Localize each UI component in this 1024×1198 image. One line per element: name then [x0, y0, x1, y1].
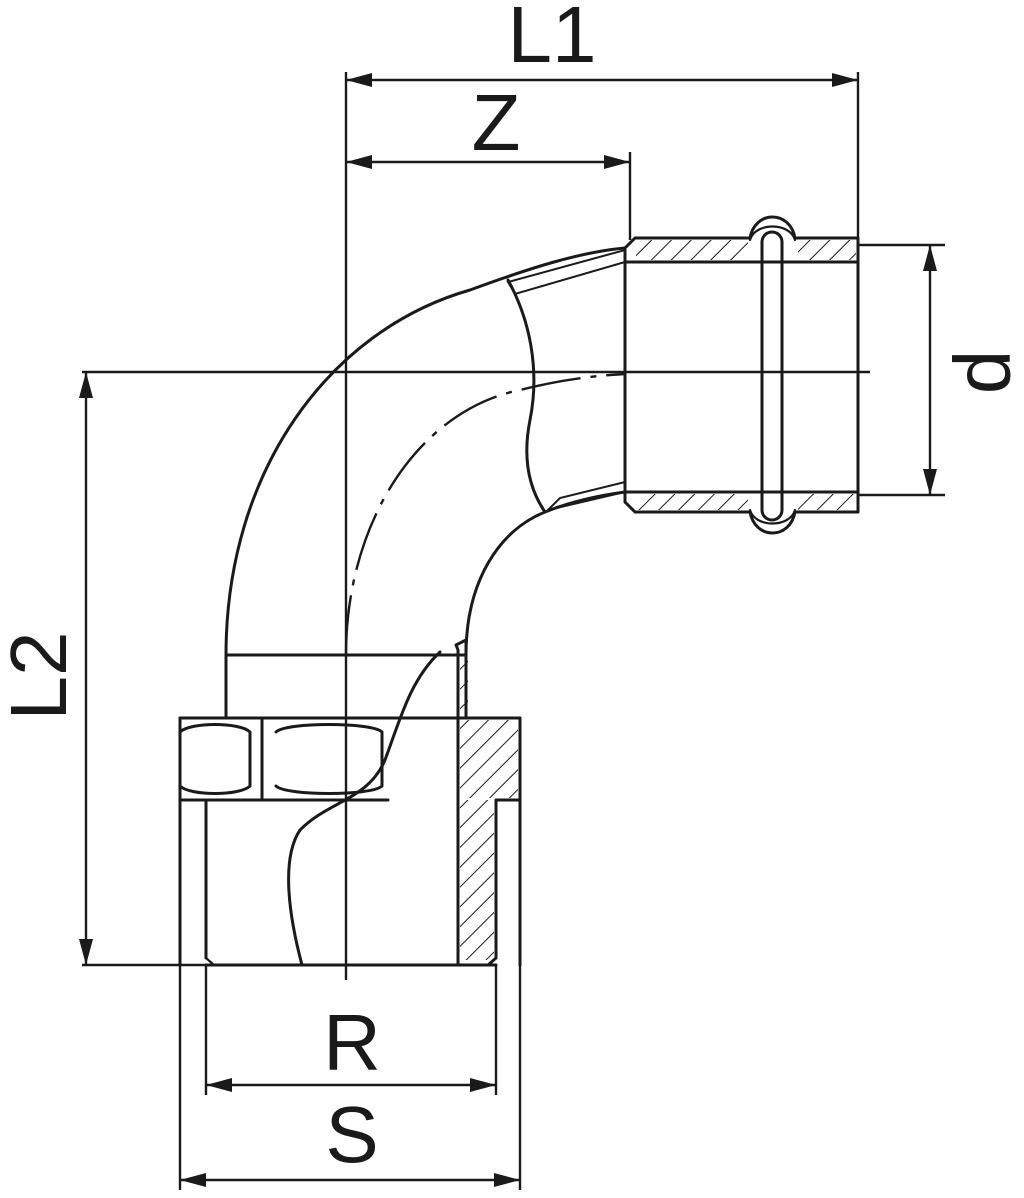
label-z: Z: [472, 78, 521, 167]
label-d: d: [938, 350, 1024, 395]
press-socket: [623, 215, 860, 535]
label-l1: L1: [508, 0, 597, 79]
label-s: S: [325, 1090, 378, 1179]
label-l2: L2: [0, 632, 83, 721]
dimension-z: [346, 155, 630, 169]
dimension-l2: [79, 372, 93, 965]
label-r: R: [323, 998, 381, 1087]
dimension-r: [206, 1078, 496, 1092]
dimension-s: [180, 1173, 520, 1187]
thread-nut: [178, 638, 522, 967]
dimension-l1: [346, 73, 858, 87]
elbow-body: [224, 246, 627, 720]
extension-lines: [82, 72, 945, 1190]
dimension-d: [923, 245, 937, 495]
